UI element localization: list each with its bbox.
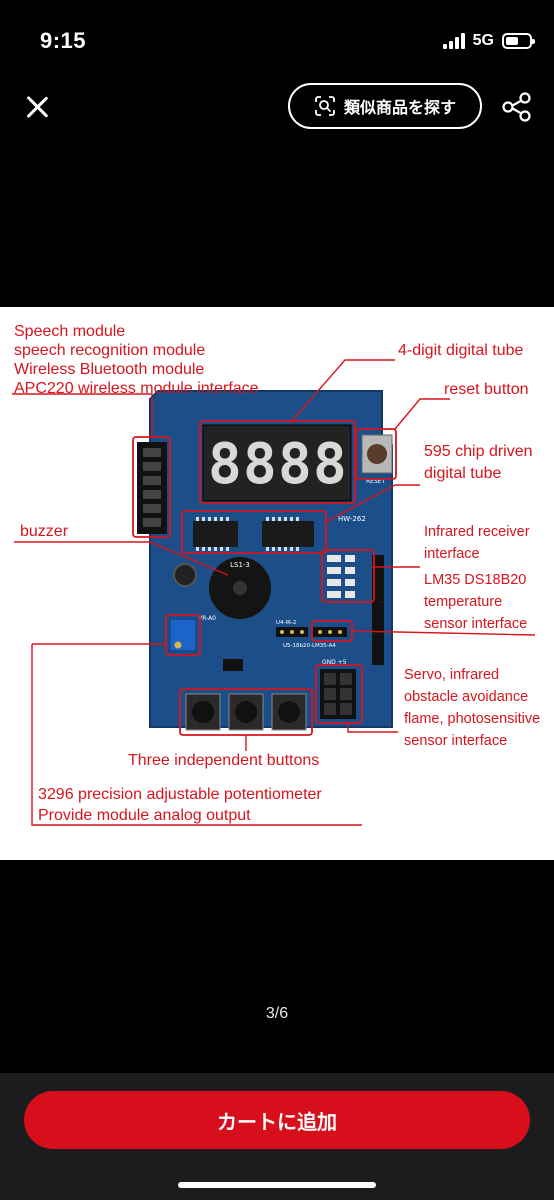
- label-infrared-receiver: Infrared receiver: [424, 524, 530, 540]
- visual-search-icon: [315, 96, 335, 116]
- reset-silkscreen: RESET: [366, 478, 386, 485]
- label-potentiometer: 3296 precision adjustable potentiometer: [38, 786, 322, 803]
- label-analog-output: Provide module analog output: [38, 807, 251, 824]
- label-temperature: temperature: [424, 594, 503, 610]
- label-sensor-interface: sensor interface: [424, 616, 528, 632]
- button-2-silkscreen: S2-A2: [231, 734, 249, 741]
- status-bar: 9:15 5G: [0, 0, 554, 80]
- label-lm35: LM35 DS18B20: [424, 572, 527, 588]
- label-infrared-interface: interface: [424, 546, 480, 562]
- label-three-buttons: Three independent buttons: [128, 752, 320, 769]
- battery-icon: [502, 33, 535, 49]
- find-similar-label: 類似商品を探す: [343, 100, 456, 117]
- add-to-cart-button[interactable]: カートに追加: [24, 1091, 530, 1149]
- label-servo: Servo, infrared: [404, 667, 500, 683]
- bottom-bar: カートに追加: [0, 1073, 554, 1200]
- status-icons: 5G: [442, 30, 535, 52]
- label-reset-button: reset button: [444, 381, 529, 398]
- label-flame: flame, photosensitive: [404, 711, 541, 727]
- network-type: 5G: [472, 32, 494, 49]
- home-indicator[interactable]: [178, 1182, 376, 1188]
- add-to-cart-label: カートに追加: [217, 1111, 337, 1134]
- button-3-silkscreen: S3-A3: [274, 734, 292, 741]
- label-bluetooth: Wireless Bluetooth module: [14, 361, 205, 378]
- close-icon[interactable]: [20, 90, 54, 124]
- label-digital-tube: 4-digit digital tube: [398, 342, 524, 359]
- servo-silkscreen: GND +5: [322, 659, 347, 666]
- share-icon[interactable]: [500, 90, 534, 124]
- label-595-chip: 595 chip driven: [424, 443, 533, 460]
- label-buzzer: buzzer: [20, 523, 69, 540]
- svg-text:8: 8: [243, 432, 277, 497]
- label-obstacle: obstacle avoidance: [404, 689, 529, 705]
- vr-silkscreen: VR-A0: [198, 615, 216, 622]
- temp-silkscreen: U5-18b20-LM35-A4: [283, 643, 336, 649]
- label-apc220: APC220 wireless module interface: [14, 380, 259, 397]
- button-1-silkscreen: S1-A1: [188, 734, 206, 741]
- svg-text:8: 8: [313, 432, 347, 497]
- label-speech-recognition: speech recognition module: [14, 342, 206, 359]
- ir-silkscreen: U4-IR-2: [276, 620, 296, 626]
- battery-level: [506, 37, 518, 45]
- svg-text:8: 8: [208, 432, 242, 497]
- status-time: 9:15: [40, 28, 87, 53]
- label-servo-sensor-interface: sensor interface: [404, 733, 508, 749]
- image-pager: 3/6: [265, 1005, 289, 1022]
- buzzer-silkscreen: LS1-3: [230, 561, 250, 569]
- model-silkscreen: HW-262: [338, 515, 366, 523]
- label-595-chip-2: digital tube: [424, 465, 502, 482]
- find-similar-button[interactable]: 類似商品を探す: [288, 83, 482, 129]
- svg-text:8: 8: [278, 432, 312, 497]
- label-speech-module: Speech module: [14, 323, 126, 340]
- signal-icon: [442, 33, 465, 49]
